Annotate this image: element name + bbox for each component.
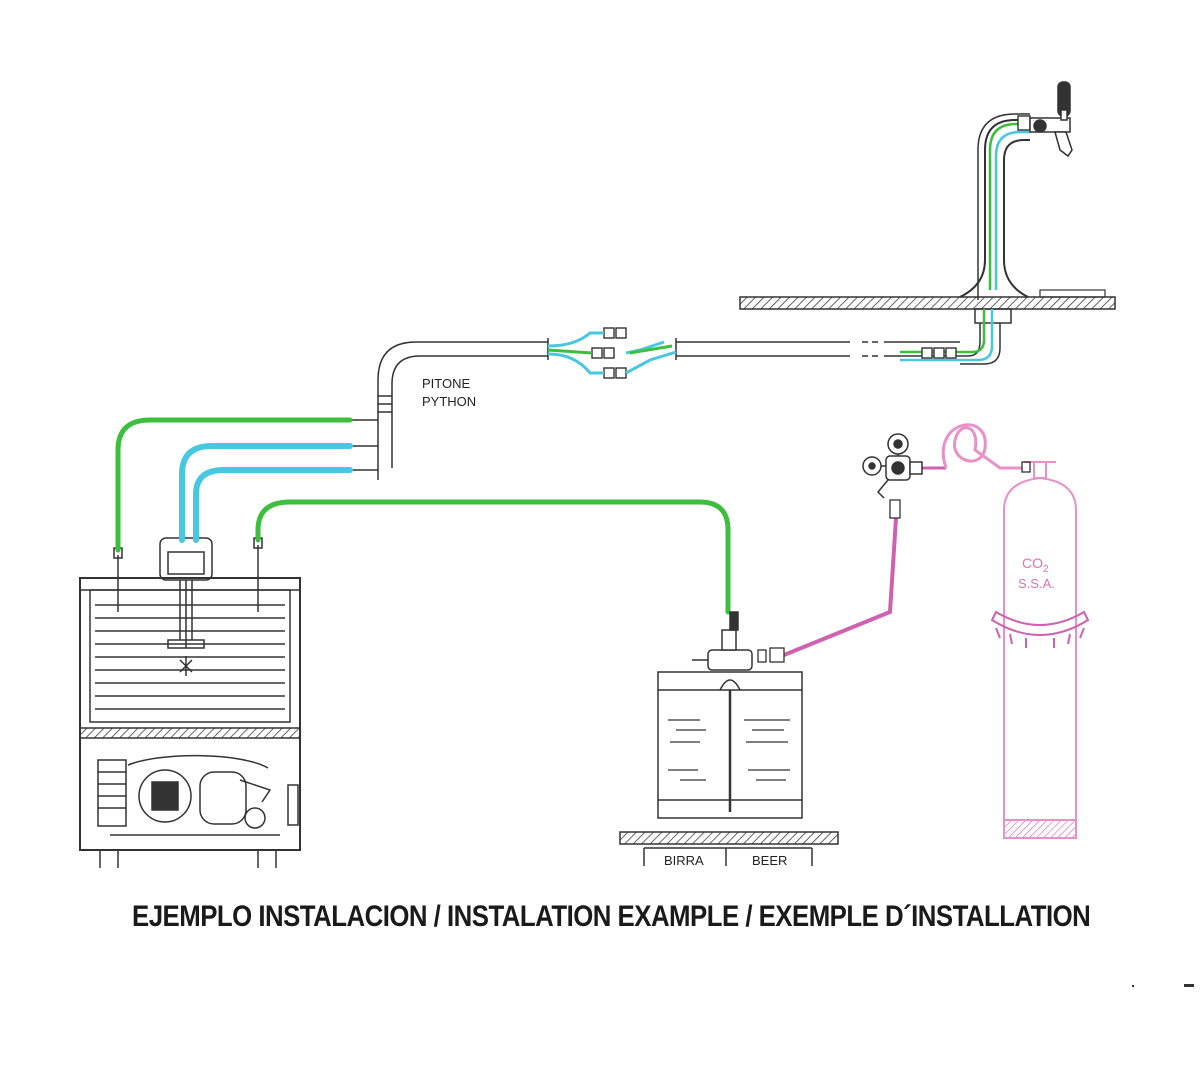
cooler-tubes — [115, 417, 731, 615]
co2-label: CO2 — [1022, 555, 1049, 575]
cyan-tube-2 — [193, 467, 353, 543]
keg-label-it: BIRRA — [664, 853, 704, 868]
diagram-caption: EJEMPLO INSTALACION / INSTALATION EXAMPL… — [132, 900, 1091, 933]
co2-cylinder — [990, 461, 1090, 839]
tower-fittings — [921, 115, 1031, 359]
beer-faucet — [1029, 81, 1073, 158]
compressor — [97, 754, 280, 836]
corner-marks — [1132, 984, 1194, 987]
co2-label-main: CO — [1022, 555, 1043, 571]
cylinder-strap — [990, 610, 1090, 636]
green-beer-tube — [255, 499, 731, 615]
beer-keg — [619, 611, 839, 866]
keg-label-en: BEER — [752, 853, 787, 868]
bar-counter — [739, 289, 1116, 310]
co2-label-sub: 2 — [1043, 564, 1049, 575]
pressure-regulator — [862, 433, 923, 499]
pink-coil-hose — [941, 423, 1022, 470]
python-label-it: PITONE — [422, 376, 470, 391]
line-connectors — [591, 327, 627, 379]
cooler-unit — [79, 537, 301, 868]
python-label-en: PYTHON — [422, 394, 476, 409]
co2-grade-label: S.S.A. — [1018, 576, 1055, 591]
cooling-coil — [95, 604, 285, 710]
cyan-tube-1 — [179, 443, 353, 543]
splitter-tubes — [547, 331, 677, 375]
co2-hose — [783, 423, 1022, 657]
tower-tubes — [900, 122, 1030, 362]
green-return-tube — [115, 417, 353, 553]
co2-connectors — [757, 499, 901, 663]
